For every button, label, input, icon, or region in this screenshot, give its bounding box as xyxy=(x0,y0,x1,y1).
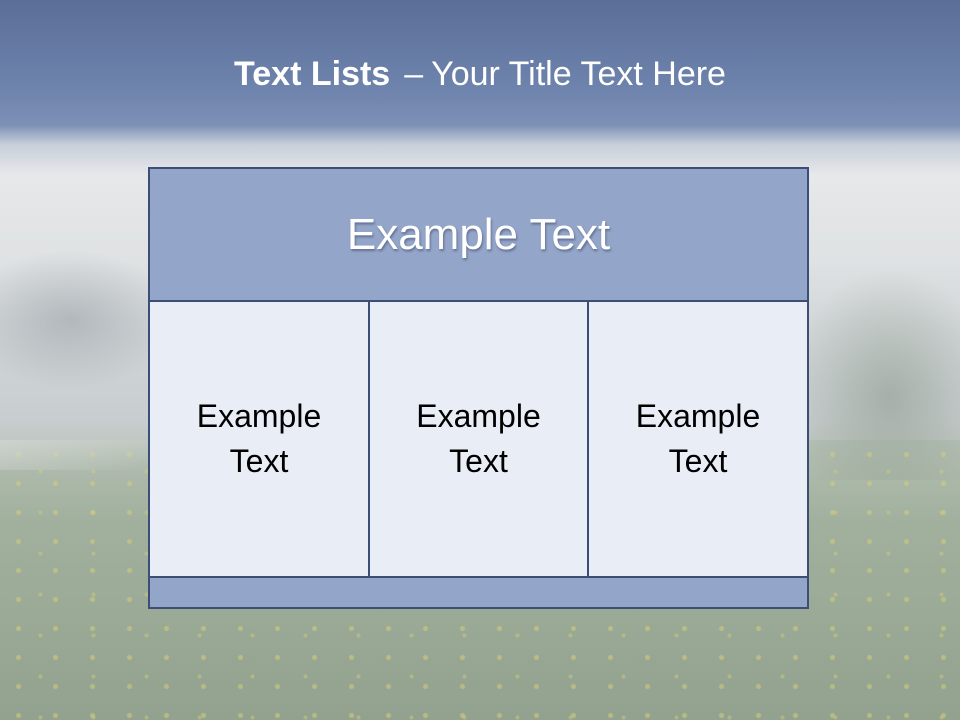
text-list-diagram: Example Text Example Text Example Text E… xyxy=(148,167,809,609)
background-path xyxy=(0,440,150,470)
diagram-column-2: Example Text xyxy=(368,300,589,578)
diagram-header-box: Example Text xyxy=(148,167,809,302)
title-bold-part: Text Lists xyxy=(234,55,391,93)
diagram-footer-bar xyxy=(148,576,809,609)
title-separator: – xyxy=(404,55,424,93)
column-3-text: Example Text xyxy=(635,398,761,479)
column-1-text: Example Text xyxy=(196,398,322,479)
diagram-column-1: Example Text xyxy=(148,300,370,578)
diagram-header-text: Example Text xyxy=(346,209,611,259)
diagram-column-3: Example Text xyxy=(587,300,809,578)
title-text: Your Title Text Here xyxy=(431,55,726,93)
slide-title: Text Lists–Your Title Text Here xyxy=(0,52,960,96)
column-2-text: Example Text xyxy=(416,398,541,479)
